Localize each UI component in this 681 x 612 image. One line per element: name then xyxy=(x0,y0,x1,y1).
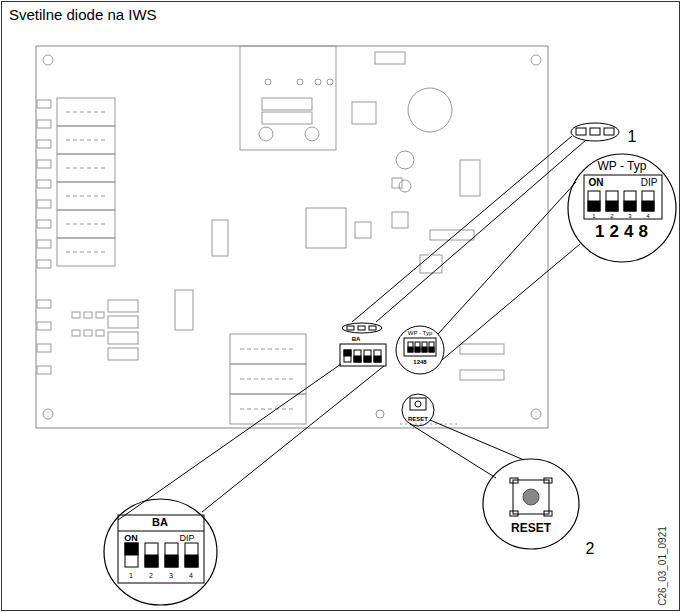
zoom-text: 4 xyxy=(189,572,193,579)
zoom-text: ON xyxy=(589,178,604,188)
zoom-text: 3 xyxy=(628,213,631,219)
zoom-text: 2 xyxy=(610,213,613,219)
figure-code: C26_03_01_0921 xyxy=(658,526,668,606)
zoom-text: 1248 xyxy=(595,223,653,240)
zoom-text: DIP xyxy=(641,178,658,188)
zoom-text: 3 xyxy=(169,572,173,579)
zoom-text: ON xyxy=(124,534,138,543)
zoom-text: BA xyxy=(152,517,168,528)
callout-number: 1 xyxy=(628,129,637,145)
zoom-text: 2 xyxy=(149,572,153,579)
board-label: RESET xyxy=(408,416,428,422)
board-label: BA xyxy=(352,336,361,342)
figure-title: Svetilne diode na IWS xyxy=(9,7,157,22)
zoom-circle: BA ON DIP 1 2 3 4 xyxy=(103,498,218,606)
zoom-outline xyxy=(482,458,580,550)
zoom-text: WP - Typ xyxy=(598,160,647,172)
zoom-outline xyxy=(103,498,218,606)
zoom-circle: RESET xyxy=(482,458,580,550)
zoom-text: 1 xyxy=(592,213,595,219)
zoom-text: 1 xyxy=(129,572,133,579)
zoom-text: 4 xyxy=(646,213,649,219)
zoom-text: DIP xyxy=(179,534,194,543)
callout-number: 2 xyxy=(586,541,595,557)
board-label: WP - Typ xyxy=(408,330,432,336)
zoom-circle: WP - TypON DIP 1 2 3 4 1248 xyxy=(567,153,677,263)
zoom-text: RESET xyxy=(511,522,551,534)
board-label: 1248 xyxy=(413,359,426,365)
